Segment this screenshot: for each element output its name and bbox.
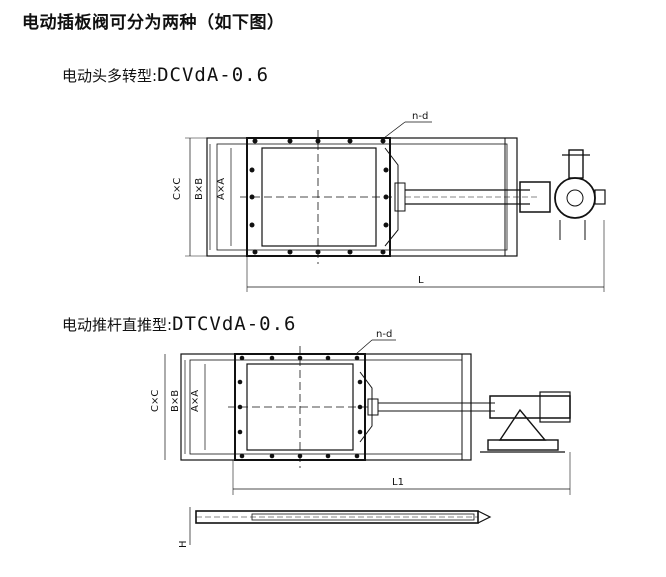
dim-l-label: L (418, 275, 424, 286)
drawing-dcvda (185, 121, 606, 292)
actuator-cylinder (489, 395, 571, 419)
dim-aa-label: A×A (190, 390, 201, 412)
dim-cc-label: C×C (172, 178, 183, 200)
model-name: 电动头多转型: (62, 67, 158, 85)
actuator-motor (554, 177, 596, 219)
dim-l1-label: L1 (392, 477, 404, 488)
model-name: 电动推杆直推型: (62, 316, 173, 334)
dim-h-label: H (178, 540, 189, 548)
model-label-dtcvda: 电动推杆直推型:DTCVdA-0.6 (62, 313, 296, 335)
dim-nd-label: n-d (412, 111, 428, 122)
dim-aa-label: A×A (216, 178, 227, 200)
drawing-side-view (189, 507, 492, 545)
drawing-dtcvda (164, 339, 571, 495)
model-code: DCVdA-0.6 (157, 64, 270, 86)
dim-cc-label: C×C (150, 390, 161, 412)
dim-bb-label: B×B (194, 178, 205, 200)
bolt-holes-2 (237, 355, 363, 459)
page-heading: 电动插板阀可分为两种（如下图） (22, 13, 285, 33)
dim-bb-label: B×B (170, 390, 181, 412)
model-label-dcvda: 电动头多转型:DCVdA-0.6 (62, 64, 269, 86)
model-code: DTCVdA-0.6 (172, 313, 297, 335)
dim-nd-label: n-d (376, 329, 392, 340)
bolt-holes-1 (249, 138, 389, 255)
actuator-body (519, 181, 551, 213)
